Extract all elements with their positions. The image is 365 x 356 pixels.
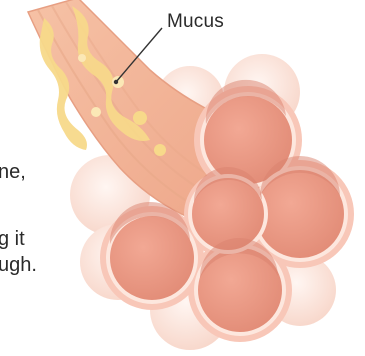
side-text-line-1: ne,: [0, 161, 26, 184]
mucus-label: Mucus: [167, 11, 224, 33]
side-text-line-2: g it: [0, 228, 25, 251]
mucus-leader-dot: [114, 80, 118, 84]
side-text-line-3: ugh.: [0, 254, 37, 277]
